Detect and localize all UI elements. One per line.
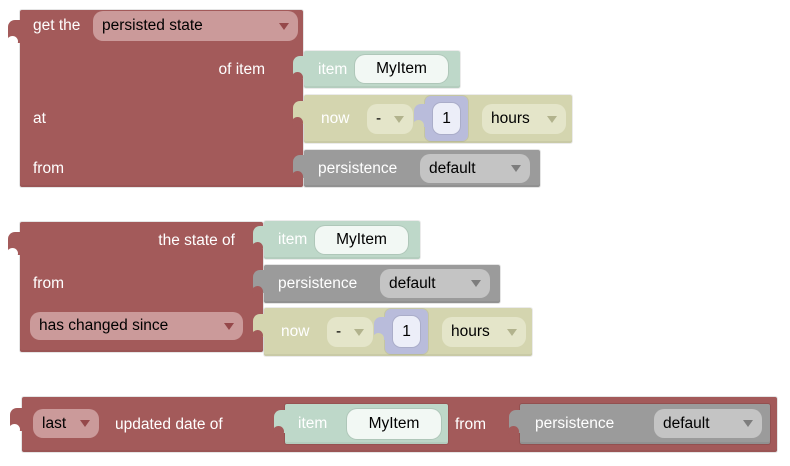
now-label: now bbox=[321, 110, 350, 127]
unit-dropdown-value: hours bbox=[451, 323, 490, 340]
unit-dropdown-value: hours bbox=[491, 110, 530, 127]
puzzle-connector-icon bbox=[292, 101, 305, 128]
item-name-field[interactable]: MyItem bbox=[355, 55, 448, 83]
puzzle-connector-icon bbox=[9, 408, 22, 435]
from-label: from bbox=[33, 275, 64, 292]
at-label: at bbox=[33, 110, 46, 127]
puzzle-connector-icon bbox=[292, 56, 305, 83]
chevron-down-icon bbox=[224, 322, 234, 330]
updated-date-of-label: updated date of bbox=[115, 415, 223, 433]
chevron-down-icon bbox=[511, 165, 521, 172]
chevron-down-icon bbox=[394, 115, 404, 123]
chevron-down-icon bbox=[279, 22, 289, 30]
chevron-down-icon bbox=[471, 280, 481, 287]
persistence-label: persistence bbox=[278, 275, 358, 292]
operator-dropdown-value: - bbox=[376, 110, 382, 127]
persistence-service-block[interactable]: persistence default bbox=[508, 404, 770, 444]
item-label: item bbox=[318, 60, 348, 78]
service-dropdown[interactable]: default bbox=[380, 269, 490, 298]
puzzle-connector-icon bbox=[7, 20, 20, 47]
chevron-down-icon bbox=[507, 328, 517, 336]
operator-dropdown-value: - bbox=[336, 323, 342, 340]
the-state-of-label: the state of bbox=[158, 231, 235, 249]
from-label: from bbox=[33, 159, 64, 177]
item-label: item bbox=[278, 231, 308, 248]
which-dropdown-value: last bbox=[42, 414, 67, 432]
service-dropdown[interactable]: default bbox=[654, 409, 762, 438]
item-label: item bbox=[298, 415, 328, 432]
persistence-service-block[interactable]: persistence default bbox=[252, 265, 500, 303]
operator-dropdown[interactable]: - bbox=[367, 104, 413, 134]
check-type-dropdown-value: has changed since bbox=[39, 317, 169, 334]
persistence-label: persistence bbox=[318, 159, 398, 177]
number-value-field[interactable]: 1 bbox=[433, 103, 460, 134]
persisted-state-dropdown[interactable]: persisted state bbox=[93, 11, 298, 41]
puzzle-connector-icon bbox=[292, 155, 305, 182]
puzzle-connector-icon bbox=[413, 104, 426, 131]
number-block[interactable]: 1 bbox=[373, 309, 428, 354]
persistence-service-block[interactable]: persistence default bbox=[292, 150, 540, 187]
puzzle-connector-icon bbox=[252, 270, 265, 297]
puzzle-connector-icon bbox=[273, 410, 286, 437]
from-label: from bbox=[455, 415, 486, 433]
service-dropdown[interactable]: default bbox=[420, 154, 530, 183]
item-block[interactable]: item MyItem bbox=[252, 221, 420, 259]
puzzle-connector-icon bbox=[7, 232, 20, 259]
chevron-down-icon bbox=[547, 115, 557, 123]
which-dropdown[interactable]: last bbox=[33, 409, 99, 438]
chevron-down-icon bbox=[80, 420, 90, 427]
of-item-label: of item bbox=[218, 61, 265, 78]
datetime-now-block[interactable]: now - 1 hours bbox=[252, 308, 532, 356]
item-name-field[interactable]: MyItem bbox=[347, 409, 441, 439]
item-name-field[interactable]: MyItem bbox=[315, 226, 408, 254]
item-block[interactable]: item MyItem bbox=[273, 404, 448, 444]
item-block[interactable]: item MyItem bbox=[292, 51, 460, 88]
unit-dropdown[interactable]: hours bbox=[442, 317, 526, 347]
service-dropdown-value: default bbox=[663, 414, 710, 432]
number-block[interactable]: 1 bbox=[413, 96, 468, 141]
puzzle-connector-icon bbox=[252, 314, 265, 341]
operator-dropdown[interactable]: - bbox=[327, 317, 373, 347]
service-dropdown-value: default bbox=[429, 159, 476, 177]
state-check-block[interactable]: the state of from has changed since bbox=[7, 222, 263, 352]
get-the-label: get the bbox=[33, 17, 81, 34]
service-dropdown-value: default bbox=[389, 274, 436, 292]
persistence-label: persistence bbox=[535, 415, 615, 432]
number-value-field[interactable]: 1 bbox=[393, 316, 420, 347]
get-persisted-state-block[interactable]: get the persisted state of item at from bbox=[7, 10, 303, 187]
now-label: now bbox=[281, 323, 310, 340]
check-type-dropdown[interactable]: has changed since bbox=[30, 312, 243, 340]
datetime-now-block[interactable]: now - 1 hours bbox=[292, 95, 572, 143]
puzzle-connector-icon bbox=[508, 410, 521, 437]
puzzle-connector-icon bbox=[252, 226, 265, 253]
chevron-down-icon bbox=[743, 420, 753, 427]
puzzle-connector-icon bbox=[373, 317, 386, 344]
chevron-down-icon bbox=[354, 328, 364, 336]
unit-dropdown[interactable]: hours bbox=[482, 104, 566, 134]
persisted-state-dropdown-value: persisted state bbox=[102, 17, 203, 34]
